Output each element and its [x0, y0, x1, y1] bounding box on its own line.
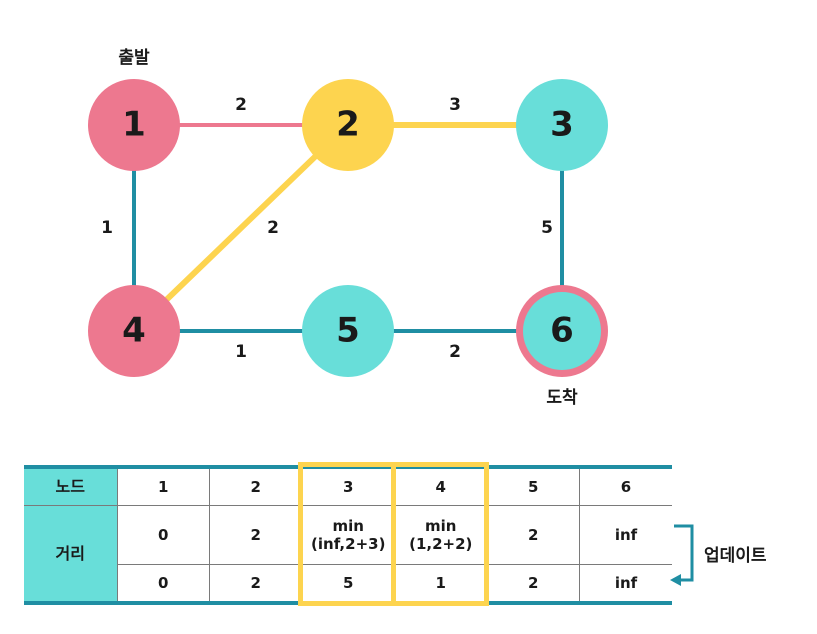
node-cell: 1 — [116, 466, 210, 506]
nodes: 1 2 3 4 5 6 — [88, 79, 608, 377]
distance-cell: 2 — [486, 505, 580, 565]
edge-weight-label: 3 — [449, 95, 461, 115]
node-4 — [88, 285, 180, 377]
distance-row-after: 0 2 5 1 2 inf — [24, 564, 672, 604]
distance-cell: inf — [579, 564, 672, 604]
node-1 — [88, 79, 180, 171]
edge-weight-label: 2 — [235, 95, 247, 115]
start-label: 출발 — [118, 48, 150, 68]
node-2 — [302, 79, 394, 171]
distance-cell: 2 — [209, 505, 303, 565]
edge-weight-label: 1 — [101, 218, 113, 238]
edge-2-4 — [131, 122, 351, 334]
edge-weight-label: 2 — [267, 218, 279, 238]
node-label: 4 — [122, 311, 146, 351]
node-cell: 6 — [579, 466, 672, 506]
edge-weight-label: 1 — [235, 342, 247, 362]
distance-row-header: 거리 — [24, 505, 118, 604]
distance-cell: inf — [579, 505, 672, 565]
node-label: 3 — [550, 105, 574, 145]
distance-cell: 1 — [394, 564, 488, 604]
distance-cell: 2 — [209, 564, 303, 604]
node-label: 2 — [336, 105, 360, 145]
node-label: 1 — [122, 105, 146, 145]
node-6 — [523, 292, 601, 370]
graph-diagram: 2 3 1 2 5 1 2 1 2 3 4 5 6 출발 도착 — [88, 48, 608, 408]
distance-table: 노드 1 2 3 4 5 6 거리 0 2 min (inf,2+3) min … — [24, 465, 672, 605]
update-arrow-icon — [670, 524, 694, 586]
node-3 — [516, 79, 608, 171]
edge-weight-label: 2 — [449, 342, 461, 362]
node-row: 노드 1 2 3 4 5 6 — [24, 466, 672, 506]
node-row-header: 노드 — [24, 466, 118, 506]
end-label: 도착 — [546, 388, 578, 408]
node-cell: 2 — [209, 466, 303, 506]
distance-cell: min (1,2+2) — [394, 505, 488, 565]
distance-cell: 5 — [301, 564, 395, 604]
edge-weight-label: 5 — [541, 218, 553, 238]
node-label: 5 — [336, 311, 360, 351]
node-label: 6 — [550, 311, 574, 351]
distance-cell: 0 — [117, 564, 210, 604]
distance-row-before: 거리 0 2 min (inf,2+3) min (1,2+2) 2 inf — [24, 505, 672, 604]
distance-cell: 0 — [116, 505, 210, 565]
update-label: 업데이트 — [704, 546, 767, 566]
node-cell: 4 — [394, 466, 488, 506]
node-cell: 3 — [301, 466, 395, 506]
distance-cell: 2 — [486, 564, 580, 604]
node-5 — [302, 285, 394, 377]
distance-cell: min (inf,2+3) — [301, 505, 395, 565]
node-cell: 5 — [486, 466, 580, 506]
